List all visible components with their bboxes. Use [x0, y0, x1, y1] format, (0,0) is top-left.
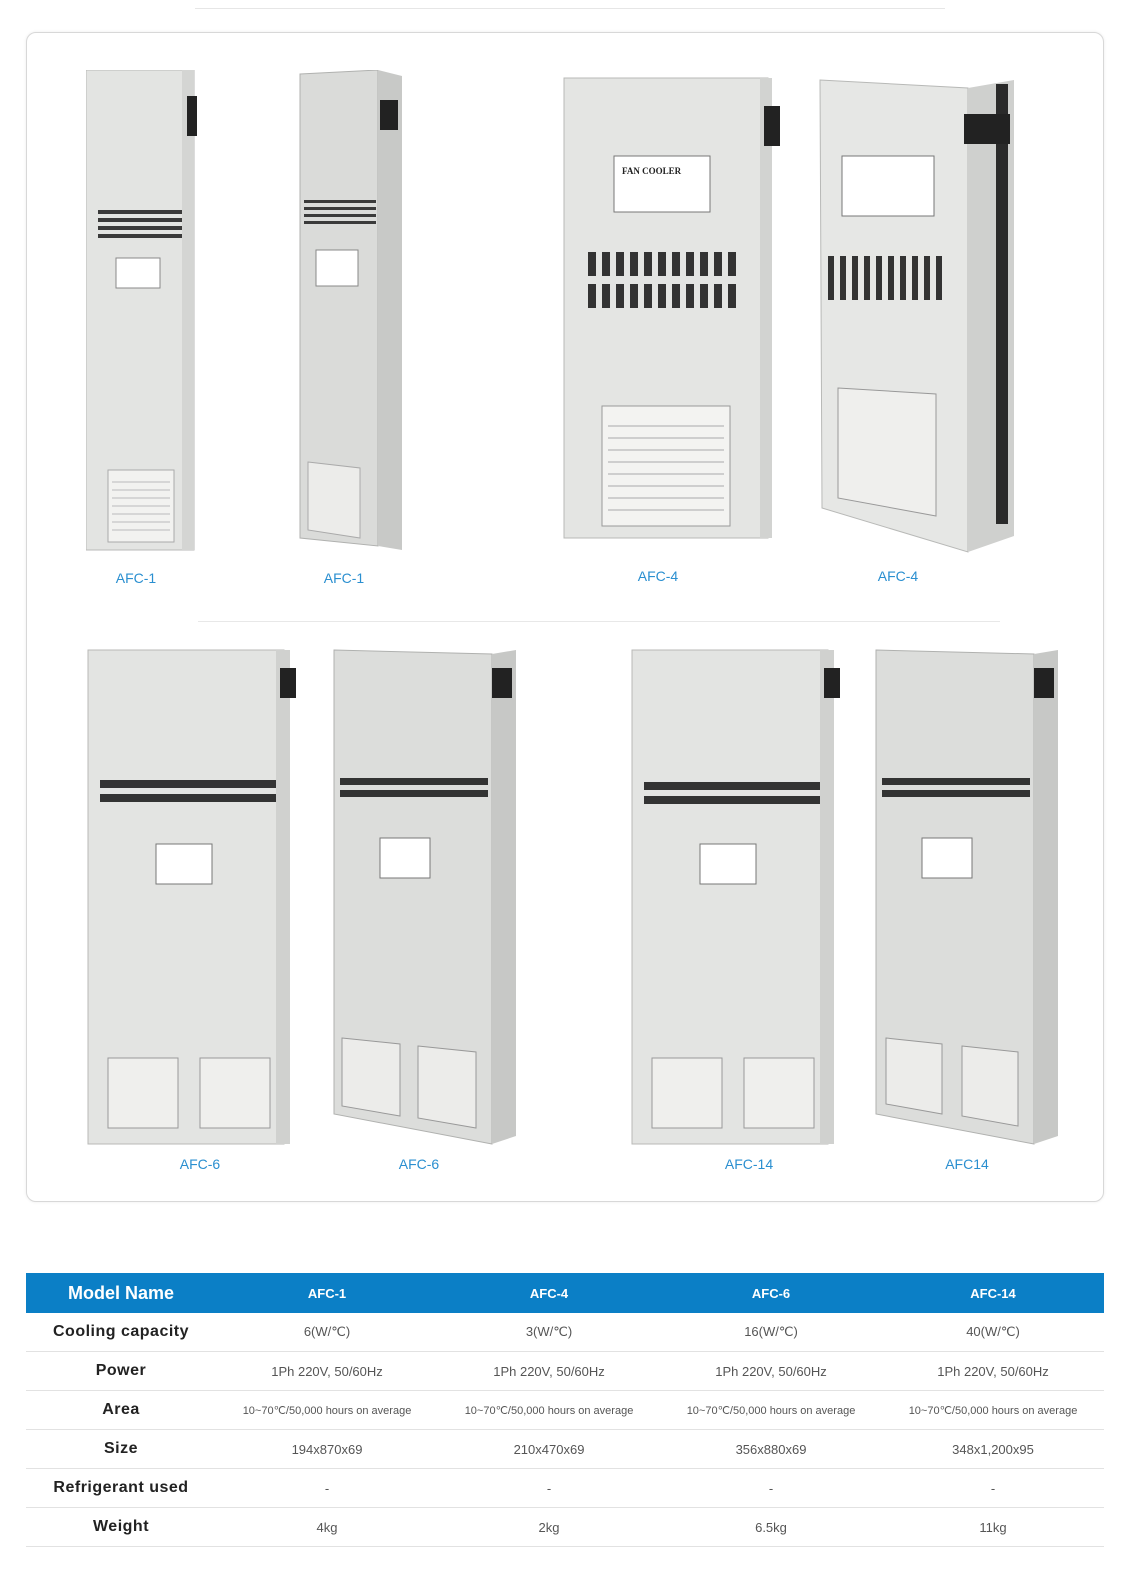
cell: - — [216, 1468, 438, 1508]
header-afc-14: AFC-14 — [882, 1273, 1104, 1313]
header-afc-4: AFC-4 — [438, 1273, 660, 1313]
cell: 10~70℃/50,000 hours on average — [438, 1390, 660, 1430]
row-label: Size — [26, 1429, 216, 1469]
cell: 4kg — [216, 1507, 438, 1547]
cell: - — [660, 1468, 882, 1508]
caption-afc-4-angle: AFC-4 — [877, 568, 919, 584]
header-afc-6: AFC-6 — [660, 1273, 882, 1313]
gallery-divider — [198, 621, 1000, 622]
cell: 1Ph 220V, 50/60Hz — [660, 1351, 882, 1391]
afc-1-front-image — [86, 70, 198, 552]
table-row: Power 1Ph 220V, 50/60Hz 1Ph 220V, 50/60H… — [26, 1351, 1104, 1391]
cell: 348x1,200x95 — [882, 1429, 1104, 1469]
afc-14-front-image — [630, 648, 844, 1148]
afc-1-angle-image — [298, 70, 408, 552]
header-afc-1: AFC-1 — [216, 1273, 438, 1313]
cell: 1Ph 220V, 50/60Hz — [216, 1351, 438, 1391]
caption-afc-6-front: AFC-6 — [179, 1156, 221, 1172]
cell: 1Ph 220V, 50/60Hz — [438, 1351, 660, 1391]
caption-afc-6-angle: AFC-6 — [398, 1156, 440, 1172]
table-row: Area 10~70℃/50,000 hours on average 10~7… — [26, 1390, 1104, 1430]
table-row: Weight 4kg 2kg 6.5kg 11kg — [26, 1507, 1104, 1547]
caption-afc-1-angle: AFC-1 — [323, 570, 365, 586]
cell: 10~70℃/50,000 hours on average — [660, 1390, 882, 1430]
caption-afc-4-front: AFC-4 — [637, 568, 679, 584]
cell: 6.5kg — [660, 1507, 882, 1547]
top-divider — [195, 8, 945, 9]
caption-afc-14-angle: AFC14 — [945, 1156, 989, 1172]
cell: 40(W/℃) — [882, 1313, 1104, 1352]
spec-table: Model Name AFC-1 AFC-4 AFC-6 AFC-14 Cool… — [26, 1273, 1104, 1547]
cell: 2kg — [438, 1507, 660, 1547]
spec-header-row: Model Name AFC-1 AFC-4 AFC-6 AFC-14 — [26, 1273, 1104, 1313]
row-label: Weight — [26, 1507, 216, 1547]
cell: 356x880x69 — [660, 1429, 882, 1469]
afc-4-front-image: FAN COOLER — [562, 76, 784, 540]
header-model-name: Model Name — [26, 1273, 216, 1313]
afc-6-angle-image — [332, 648, 522, 1148]
table-row: Cooling capacity 6(W/℃) 3(W/℃) 16(W/℃) 4… — [26, 1313, 1104, 1352]
cell: 194x870x69 — [216, 1429, 438, 1469]
afc-4-angle-image — [818, 78, 1028, 554]
afc-4-label-title: FAN COOLER — [622, 166, 682, 176]
cell: 210x470x69 — [438, 1429, 660, 1469]
cell: 16(W/℃) — [660, 1313, 882, 1352]
row-label: Power — [26, 1351, 216, 1391]
row-label: Cooling capacity — [26, 1313, 216, 1352]
cell: 1Ph 220V, 50/60Hz — [882, 1351, 1104, 1391]
cell: - — [882, 1468, 1104, 1508]
caption-afc-1-front: AFC-1 — [115, 570, 157, 586]
cell: 10~70℃/50,000 hours on average — [882, 1390, 1104, 1430]
afc-14-angle-image — [874, 648, 1064, 1148]
cell: 3(W/℃) — [438, 1313, 660, 1352]
table-row: Refrigerant used - - - - — [26, 1468, 1104, 1508]
table-row: Size 194x870x69 210x470x69 356x880x69 34… — [26, 1429, 1104, 1469]
cell: 10~70℃/50,000 hours on average — [216, 1390, 438, 1430]
row-label: Refrigerant used — [26, 1468, 216, 1508]
cell: 11kg — [882, 1507, 1104, 1547]
cell: 6(W/℃) — [216, 1313, 438, 1352]
cell: - — [438, 1468, 660, 1508]
caption-afc-14-front: AFC-14 — [724, 1156, 774, 1172]
afc-6-front-image — [86, 648, 300, 1148]
row-label: Area — [26, 1390, 216, 1430]
